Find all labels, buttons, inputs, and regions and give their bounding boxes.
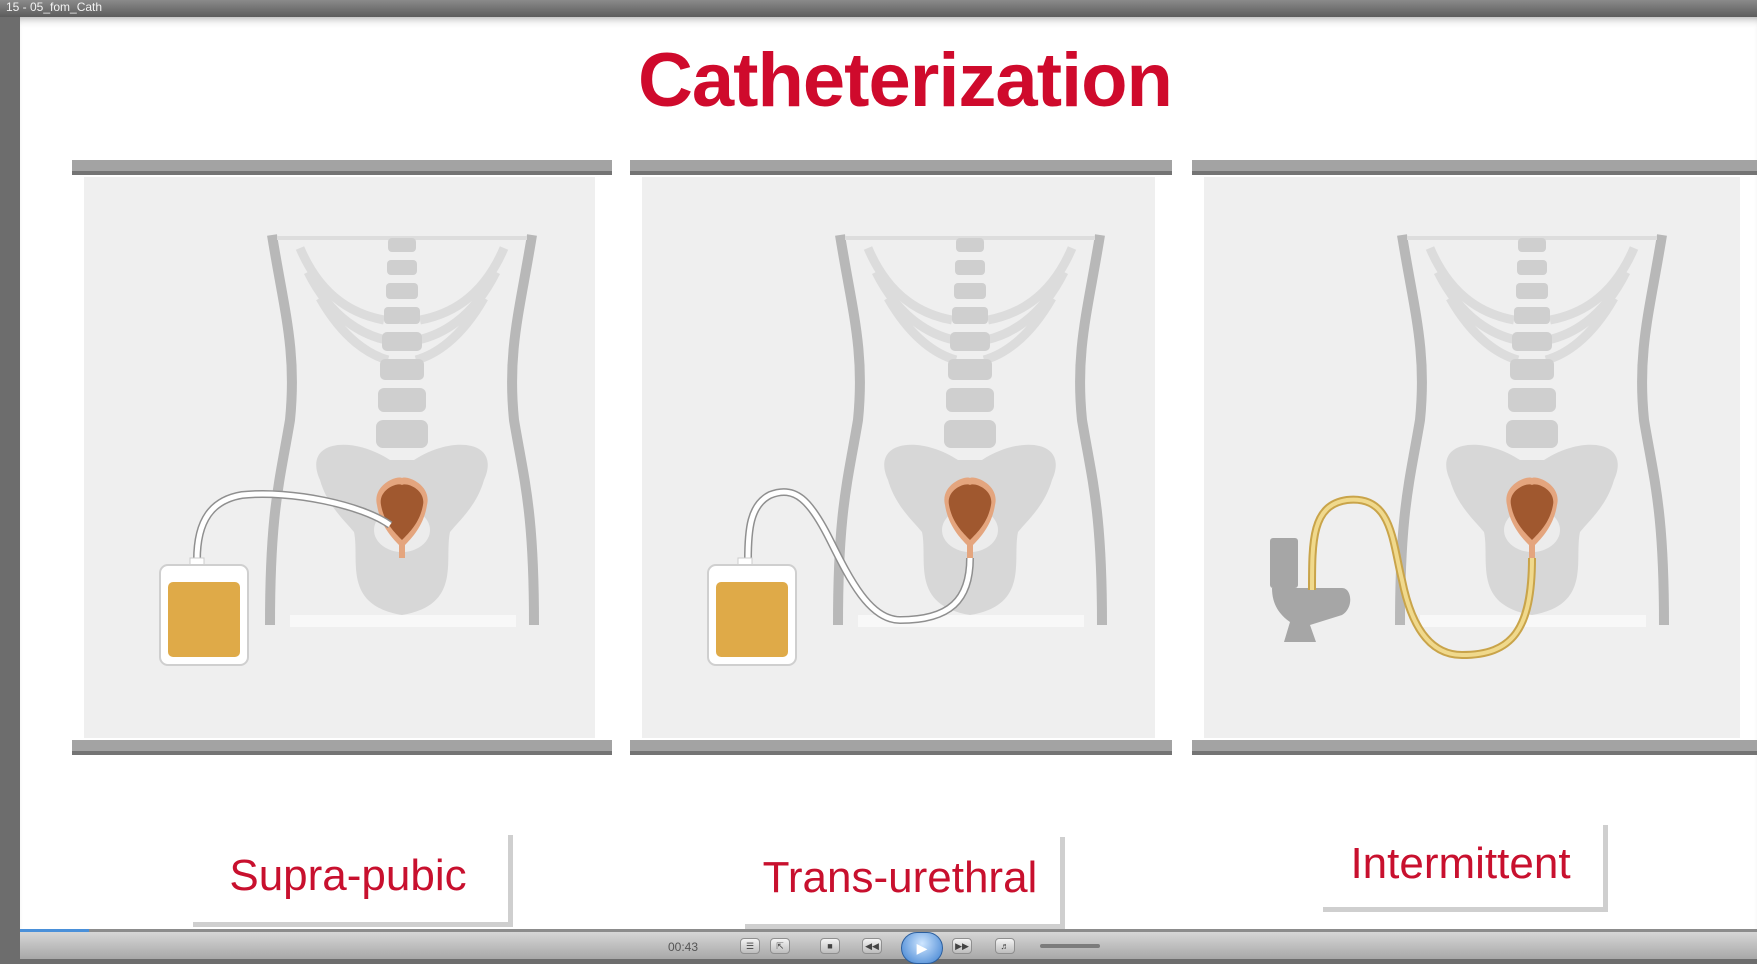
label-trans-urethral: Trans-urethral xyxy=(763,853,1038,903)
fast-forward-icon[interactable]: ▶▶ xyxy=(952,938,972,954)
illustration-trans-urethral xyxy=(630,160,1172,755)
play-icon[interactable]: ▶ xyxy=(901,932,943,964)
label-box-trans-urethral: Trans-urethral xyxy=(740,832,1060,924)
player-control-bar: 00:43 ☰ ⇱ ■ ◀◀ ▶ ▶▶ ♬ xyxy=(20,932,1757,959)
slide: Catheterization xyxy=(20,17,1757,929)
label-box-supra-pubic: Supra-pubic xyxy=(188,830,508,922)
illustration-intermittent xyxy=(1192,160,1757,755)
label-intermittent: Intermittent xyxy=(1350,839,1570,889)
volume-slider[interactable] xyxy=(1040,944,1100,948)
label-supra-pubic: Supra-pubic xyxy=(229,851,466,901)
urine-bag xyxy=(708,558,796,665)
stop-icon[interactable]: ■ xyxy=(820,938,840,954)
playback-time: 00:43 xyxy=(668,940,698,954)
rewind-icon[interactable]: ◀◀ xyxy=(862,938,882,954)
label-box-intermittent: Intermittent xyxy=(1318,820,1603,907)
panel-trans-urethral xyxy=(630,160,1172,755)
chapters-icon[interactable]: ☰ xyxy=(740,938,760,954)
window-title: 15 - 05_fom_Cath xyxy=(6,0,102,14)
panel-supra-pubic xyxy=(72,160,612,755)
illustration-supra-pubic xyxy=(72,160,612,755)
volume-icon[interactable]: ♬ xyxy=(995,938,1015,954)
torso-skeleton xyxy=(270,235,534,627)
urine-bag xyxy=(160,558,248,665)
window-title-bar: 15 - 05_fom_Cath xyxy=(0,0,1757,17)
slide-title: Catheterization xyxy=(20,37,1757,124)
panel-intermittent xyxy=(1192,160,1757,755)
fullscreen-icon[interactable]: ⇱ xyxy=(770,938,790,954)
